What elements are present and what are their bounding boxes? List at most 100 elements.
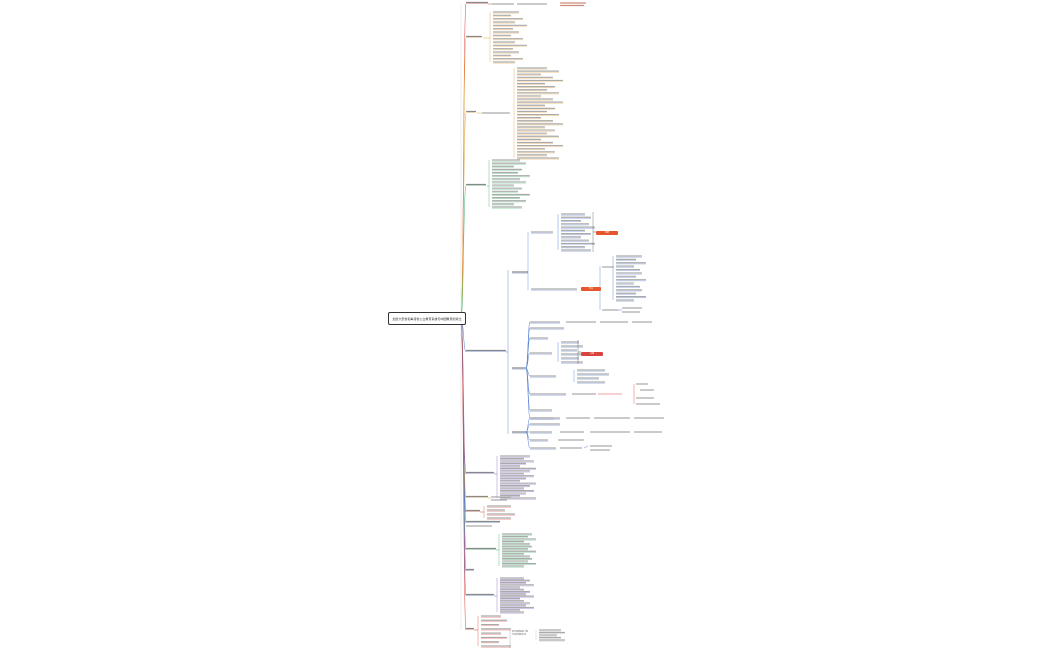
leaf-text-placeholder xyxy=(493,21,515,23)
tag-badge: 关键 xyxy=(581,352,603,356)
leaf-text-placeholder xyxy=(487,513,515,515)
leaf-text-placeholder xyxy=(561,353,581,355)
leaf-text-placeholder xyxy=(561,226,595,228)
root-node[interactable]: 加拿大安省和卑诗省公立教育系统与中国教育的对比 xyxy=(388,312,466,325)
leaf-text-placeholder xyxy=(500,475,534,477)
leaf-text-placeholder xyxy=(487,517,511,519)
text-placeholder xyxy=(590,431,630,433)
text-placeholder xyxy=(491,499,507,501)
leaf-text-placeholder xyxy=(500,477,526,479)
branch-label-placeholder xyxy=(466,520,500,523)
leaf-text-placeholder xyxy=(539,629,561,631)
leaf-text-placeholder xyxy=(492,181,526,183)
leaf-text-placeholder xyxy=(492,187,522,189)
text-placeholder xyxy=(530,409,552,411)
leaf-text-placeholder xyxy=(481,636,507,639)
text-placeholder xyxy=(590,449,610,451)
leaf-text-placeholder xyxy=(500,467,536,469)
leaf-text-placeholder xyxy=(493,58,523,60)
leaf-text-placeholder xyxy=(492,200,526,202)
leaf-text-placeholder xyxy=(502,560,528,562)
leaf-text-placeholder xyxy=(493,18,523,20)
leaf-text-placeholder xyxy=(500,455,530,457)
leaf-text-placeholder xyxy=(500,480,520,482)
leaf-text-placeholder xyxy=(493,48,513,50)
leaf-text-placeholder xyxy=(517,86,555,88)
branch-label-placeholder xyxy=(466,183,486,186)
text-placeholder xyxy=(558,439,584,441)
leaf-text-placeholder xyxy=(500,602,530,604)
leaf-text-placeholder xyxy=(500,482,536,484)
leaf-text-placeholder xyxy=(517,138,541,140)
connector-line xyxy=(525,352,531,369)
leaf-text-placeholder xyxy=(517,79,563,82)
leaf-text-placeholder xyxy=(561,229,585,231)
text-placeholder xyxy=(517,3,547,5)
branch-label-placeholder xyxy=(466,627,474,630)
leaf-text-placeholder xyxy=(493,61,515,63)
leaf-text-placeholder xyxy=(502,545,532,547)
text-placeholder xyxy=(602,309,618,311)
branch-connector xyxy=(460,317,467,631)
leaf-text-placeholder xyxy=(561,341,579,343)
leaf-text-placeholder xyxy=(492,193,530,196)
leaf-text-placeholder xyxy=(577,381,605,383)
text-placeholder xyxy=(530,337,548,339)
text-placeholder xyxy=(594,417,630,419)
leaf-text-placeholder xyxy=(561,219,581,222)
text-placeholder xyxy=(634,431,662,433)
leaf-text-placeholder xyxy=(517,157,559,159)
connector-line xyxy=(525,431,531,449)
footer-caption: 家长需要提前了解 学校的课程安排 xyxy=(512,631,529,636)
leaf-text-placeholder xyxy=(492,184,514,186)
text-placeholder xyxy=(482,112,510,114)
leaf-text-placeholder xyxy=(492,168,522,170)
leaf-text-placeholder xyxy=(492,175,530,177)
leaf-text-placeholder xyxy=(517,117,541,119)
leaf-text-placeholder xyxy=(616,265,634,267)
leaf-text-placeholder xyxy=(502,543,530,545)
leaf-text-placeholder xyxy=(616,285,640,288)
leaf-text-placeholder xyxy=(487,505,511,507)
text-placeholder xyxy=(636,403,660,405)
leaf-text-placeholder xyxy=(561,249,591,251)
leaf-text-placeholder xyxy=(492,203,514,205)
leaf-text-placeholder xyxy=(500,581,526,584)
leaf-text-placeholder xyxy=(500,579,530,581)
leaf-text-placeholder xyxy=(616,268,640,271)
leaf-text-placeholder xyxy=(493,28,513,30)
leaf-text-placeholder xyxy=(500,597,520,599)
branch-label-placeholder xyxy=(466,1,488,4)
leaf-text-placeholder xyxy=(517,82,545,85)
leaf-text-placeholder xyxy=(500,595,534,597)
leaf-text-placeholder xyxy=(492,171,518,174)
leaf-text-placeholder xyxy=(539,631,565,634)
text-placeholder xyxy=(512,367,526,369)
leaf-text-placeholder xyxy=(500,489,534,492)
leaf-text-placeholder xyxy=(493,31,519,33)
leaf-text-placeholder xyxy=(561,246,585,248)
text-placeholder xyxy=(530,447,556,449)
leaf-text-placeholder xyxy=(481,619,507,621)
leaf-text-placeholder xyxy=(502,550,536,552)
leaf-text-placeholder xyxy=(539,634,557,636)
text-placeholder xyxy=(530,321,560,323)
leaf-text-placeholder xyxy=(616,262,646,264)
text-placeholder xyxy=(530,439,548,441)
leaf-text-placeholder xyxy=(493,44,527,46)
leaf-text-placeholder xyxy=(539,639,565,641)
leaf-text-placeholder xyxy=(561,357,579,359)
leaf-text-placeholder xyxy=(561,236,581,238)
leaf-text-placeholder xyxy=(517,126,545,128)
leaf-text-placeholder xyxy=(502,535,528,538)
leaf-text-placeholder xyxy=(481,628,511,630)
leaf-text-placeholder xyxy=(616,255,642,257)
leaf-text-placeholder xyxy=(500,604,526,606)
text-placeholder xyxy=(566,321,596,323)
leaf-text-placeholder xyxy=(500,492,526,494)
text-placeholder xyxy=(572,393,596,395)
text-placeholder xyxy=(566,417,590,419)
leaf-text-placeholder xyxy=(502,533,532,535)
connector-line xyxy=(525,367,531,419)
